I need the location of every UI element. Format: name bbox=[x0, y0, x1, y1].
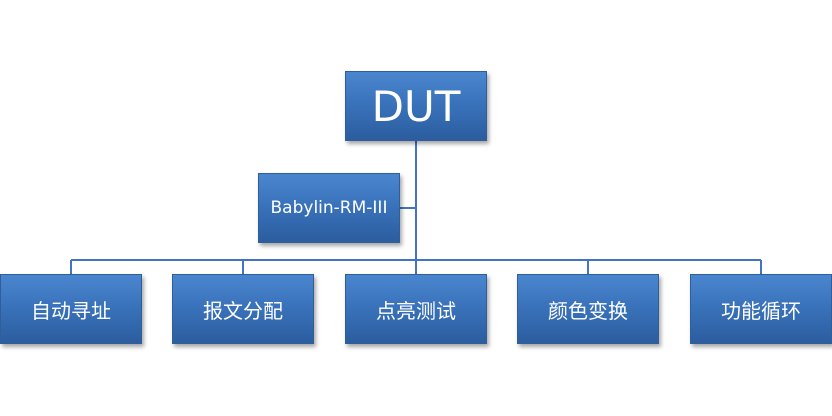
child-node-label: 自动寻址 bbox=[31, 298, 111, 323]
child-node-label: 颜色变换 bbox=[548, 298, 628, 323]
child-node-label: 功能循环 bbox=[721, 298, 801, 323]
child-node-label: 报文分配 bbox=[203, 298, 283, 323]
root-node-label: DUT bbox=[371, 81, 461, 131]
child-node-color-change: 颜色变换 bbox=[517, 274, 659, 344]
child-node-message-allocation: 报文分配 bbox=[172, 274, 314, 344]
assistant-node-label: Babylin-RM-III bbox=[270, 198, 388, 218]
child-node-function-loop: 功能循环 bbox=[690, 274, 832, 344]
child-node-label: 点亮测试 bbox=[376, 298, 456, 323]
assistant-node-babylin: Babylin-RM-III bbox=[258, 173, 400, 243]
child-node-lighting-test: 点亮测试 bbox=[345, 274, 487, 344]
root-node-dut: DUT bbox=[345, 71, 487, 141]
child-node-auto-addressing: 自动寻址 bbox=[0, 274, 142, 344]
